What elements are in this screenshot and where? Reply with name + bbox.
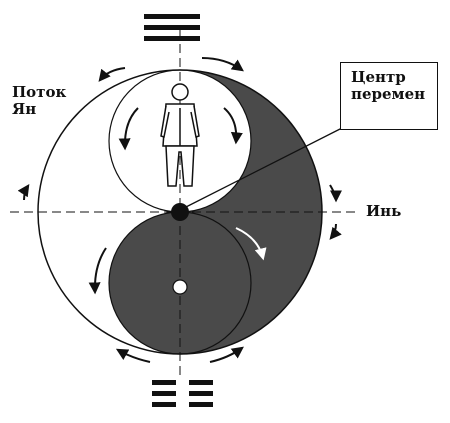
flow-arrow-icon (201, 57, 244, 72)
flow-arrow-icon (98, 67, 126, 82)
center-label-line2: перемен (351, 85, 426, 104)
yang-label-line1: Поток (12, 83, 67, 101)
flow-arrow-icon (235, 227, 267, 261)
yang-label-line2: Ян (12, 100, 37, 119)
flow-arrow-icon (223, 107, 243, 145)
human-figure-icon (160, 83, 200, 187)
outer-flow-arrows (17, 57, 342, 363)
yin-eye (172, 279, 188, 295)
center-label-line1: Центр (351, 68, 406, 86)
flow-arrow-icon (115, 348, 151, 363)
flow-arrow-icon (329, 223, 342, 240)
top-trigram (144, 14, 200, 41)
center-pointer-line (183, 127, 343, 209)
yin-label: Инь (366, 202, 402, 220)
bottom-trigram (152, 380, 213, 407)
flow-arrow-icon (17, 184, 30, 201)
flow-arrow-icon (118, 107, 139, 151)
center-of-change-box: Центр перемен (340, 62, 438, 130)
inner-flow-arrows (88, 107, 267, 295)
center-dot (171, 203, 189, 221)
flow-arrow-icon (329, 184, 342, 203)
yang-flow-label: Поток Ян (12, 83, 92, 119)
yin-region (109, 70, 322, 354)
flow-arrow-icon (88, 247, 107, 295)
flow-arrow-icon (209, 346, 244, 363)
